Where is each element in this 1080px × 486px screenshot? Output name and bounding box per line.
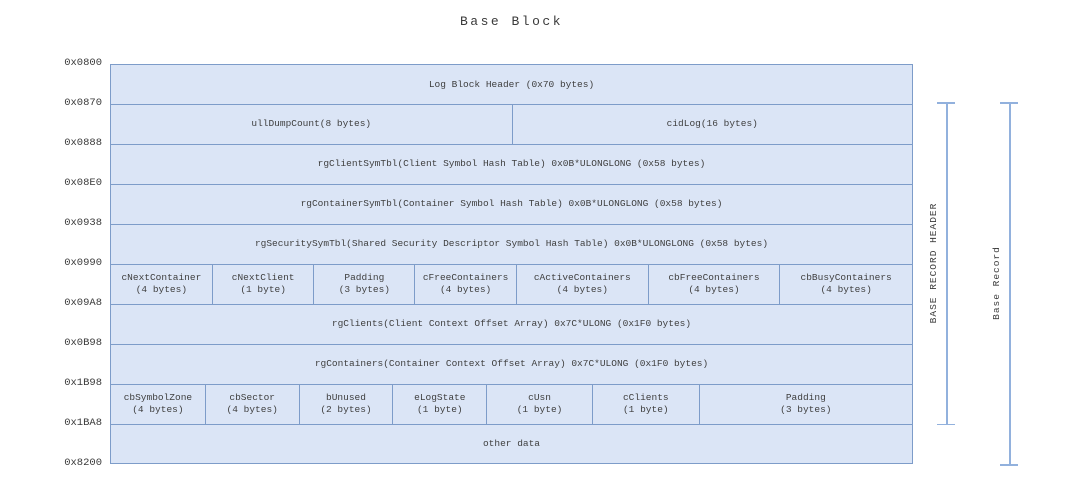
field-size-label: (4 bytes) [226, 404, 278, 415]
row-container-counts: cNextContainer(4 bytes)cNextClient(1 byt… [111, 263, 912, 304]
offset-label-0x0B98: 0x0B98 [64, 337, 102, 349]
row-container-counts-cell-3: cFreeContainers(4 bytes) [414, 264, 516, 304]
offset-label-0x08E0: 0x08E0 [64, 177, 102, 189]
row-misc-fields-cell-4: cUsn(1 byte) [486, 384, 592, 424]
offset-label-0x0888: 0x0888 [64, 137, 102, 149]
field-size-label: (1 byte) [240, 284, 286, 295]
row-container-counts-cell-2: Padding(3 bytes) [313, 264, 414, 304]
field-label: cNextContainer [121, 272, 202, 283]
row-rgsecuritysymtbl-cell-0: rgSecuritySymTbl(Shared Security Descrip… [111, 225, 912, 264]
field-size-label: (3 bytes) [780, 404, 832, 415]
field-size-label: (4 bytes) [820, 284, 872, 295]
field-label: Log Block Header (0x70 bytes) [428, 79, 595, 90]
row-rgclientsymtbl: rgClientSymTbl(Client Symbol Hash Table)… [111, 143, 912, 184]
field-label: Padding [785, 392, 826, 403]
offset-label-0x09A8: 0x09A8 [64, 297, 102, 309]
field-label: rgContainerSymTbl(Container Symbol Hash … [300, 198, 723, 209]
field-size-label: (4 bytes) [132, 404, 184, 415]
field-label: cClients [622, 392, 669, 403]
row-rgcontainersymtbl: rgContainerSymTbl(Container Symbol Hash … [111, 183, 912, 224]
row-rgclients-cell-0: rgClients(Client Context Offset Array) 0… [111, 305, 912, 344]
field-label: cidLog(16 bytes) [666, 118, 758, 129]
row-container-counts-cell-5: cbFreeContainers(4 bytes) [647, 264, 780, 304]
row-container-counts-cell-0: cNextContainer(4 bytes) [111, 265, 212, 304]
bracket-label-0: BASE RECORD HEADER [928, 202, 939, 324]
row-rgclients: rgClients(Client Context Offset Array) 0… [111, 303, 912, 344]
field-label: rgClientSymTbl(Client Symbol Hash Table)… [317, 158, 706, 169]
bracket-label-1: Base Record [991, 246, 1002, 320]
bracket-0-top-cap [937, 102, 955, 104]
row-dumpcount-cidlog: ullDumpCount(8 bytes) cidLog(16 bytes) [111, 103, 913, 144]
offset-label-0x0800: 0x0800 [64, 57, 102, 69]
field-label: other data [482, 438, 540, 449]
field-size-label: (3 bytes) [338, 284, 391, 295]
row-misc-fields-cell-1: cbSector(4 bytes) [204, 384, 299, 424]
bracket-0-bottom-cap [937, 423, 955, 425]
bracket-1-bottom-cap [1000, 464, 1018, 466]
offset-label-0x8200: 0x8200 [64, 457, 102, 469]
row-container-counts-cell-4: cActiveContainers(4 bytes) [515, 264, 648, 304]
field-label: rgSecuritySymTbl(Shared Security Descrip… [254, 238, 769, 249]
field-size-label: (1 byte) [516, 404, 563, 415]
offset-label-0x0870: 0x0870 [64, 97, 102, 109]
row-dumpcount-cidlog-cell-0: ullDumpCount(8 bytes) [111, 105, 512, 144]
row-log-block-header: Log Block Header (0x70 bytes) [111, 65, 912, 105]
row-rgsecuritysymtbl: rgSecuritySymTbl(Shared Security Descrip… [111, 223, 912, 264]
bracket-0-stem [946, 102, 948, 424]
field-size-label: (4 bytes) [135, 284, 188, 295]
memory-layout-box: Log Block Header (0x70 bytes) ullDumpCoun… [110, 64, 913, 464]
field-label: cbSymbolZone [123, 392, 193, 403]
field-label: cUsn [528, 392, 551, 403]
field-label: cbBusyContainers [800, 272, 892, 283]
field-label: cNextClient [231, 272, 295, 283]
row-rgcontainersymtbl-cell-0: rgContainerSymTbl(Container Symbol Hash … [111, 185, 912, 224]
field-label: rgClients(Client Context Offset Array) 0… [331, 318, 692, 329]
offset-label-0x1B98: 0x1B98 [64, 377, 102, 389]
row-misc-fields-cell-0: cbSymbolZone(4 bytes) [111, 385, 205, 424]
row-other-data-cell-0: other data [111, 425, 912, 464]
bracket-1-top-cap [1000, 102, 1018, 104]
row-dumpcount-cidlog-cell-1: cidLog(16 bytes) [511, 104, 913, 144]
row-rgcontainers: rgContainers(Container Context Offset Ar… [111, 343, 912, 384]
field-label: bUnused [326, 392, 366, 403]
row-misc-fields-cell-3: eLogState(1 byte) [392, 384, 486, 424]
field-size-label: (4 bytes) [688, 284, 740, 295]
offset-label-0x0938: 0x0938 [64, 217, 102, 229]
field-size-label: (1 byte) [622, 404, 669, 415]
row-misc-fields-cell-2: bUnused(2 bytes) [298, 384, 393, 424]
row-misc-fields-cell-6: Padding(3 bytes) [698, 384, 912, 424]
field-size-label: (4 bytes) [556, 284, 608, 295]
row-misc-fields: cbSymbolZone(4 bytes)cbSector(4 bytes)bU… [111, 383, 912, 424]
row-log-block-header-cell-0: Log Block Header (0x70 bytes) [111, 65, 912, 105]
row-container-counts-cell-1: cNextClient(1 byte) [211, 264, 314, 304]
field-size-label: (1 byte) [416, 404, 463, 415]
diagram-title: Base Block [459, 14, 563, 29]
field-label: Padding [344, 272, 385, 283]
row-misc-fields-cell-5: cClients(1 byte) [591, 384, 699, 424]
field-size-label: (4 bytes) [439, 284, 492, 295]
field-label: cFreeContainers [422, 272, 509, 283]
row-rgcontainers-cell-0: rgContainers(Container Context Offset Ar… [111, 345, 912, 384]
field-size-label: (2 bytes) [320, 404, 372, 415]
field-label: ullDumpCount(8 bytes) [251, 118, 372, 129]
field-label: cbSector [229, 392, 275, 403]
row-rgclientsymtbl-cell-0: rgClientSymTbl(Client Symbol Hash Table)… [111, 145, 912, 184]
offset-label-0x1BA8: 0x1BA8 [64, 417, 102, 429]
row-other-data: other data [111, 423, 912, 464]
field-label: cActiveContainers [533, 272, 631, 283]
field-label: eLogState [414, 392, 466, 403]
bracket-1-stem [1009, 102, 1011, 464]
row-container-counts-cell-6: cbBusyContainers(4 bytes) [779, 264, 912, 304]
offset-label-0x0990: 0x0990 [64, 257, 102, 269]
field-label: cbFreeContainers [668, 272, 760, 283]
field-label: rgContainers(Container Context Offset Ar… [314, 358, 709, 369]
